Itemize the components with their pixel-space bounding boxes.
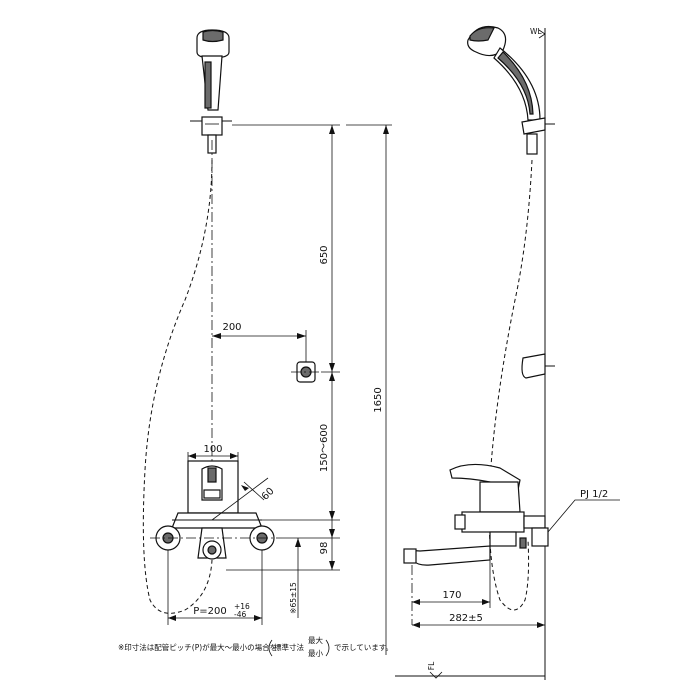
dim-eccentric-range: ※65±15 [289, 582, 298, 614]
dim-body-width: 100 [203, 444, 222, 455]
shower-head-side [467, 25, 541, 121]
dim-hanger-height: 650 [319, 245, 330, 264]
note-min-label: 最小 [308, 649, 323, 658]
side-view: WL [395, 25, 620, 680]
shower-head-front [196, 29, 230, 111]
faucet-body-front [150, 460, 282, 560]
dim-pitch-tol-plus: +16 [234, 602, 250, 611]
note-text-before: ※印寸法は配管ピッチ(P)が最大～最小の場合を [118, 642, 277, 652]
dim-spout-reach: 170 [442, 590, 461, 601]
dim-hanger-offset: 200 [222, 322, 241, 333]
floor-line-label: FL [427, 661, 436, 670]
note-text-after: で示しています。 [334, 643, 393, 652]
connection-label: PJ 1/2 [580, 489, 608, 500]
note-max-label: 最大 [308, 635, 323, 645]
wall-line-label: WL [530, 27, 542, 36]
wall-hook-side [521, 353, 546, 379]
spout-side [403, 545, 491, 625]
note-standard-dimension: 標準寸法 [274, 642, 304, 652]
shower-hose-side [488, 159, 533, 611]
dim-total-height: 1650 [373, 387, 384, 412]
angle-line [211, 477, 269, 521]
dim-pitch: P=200 [193, 606, 227, 617]
shower-hose-front [142, 159, 213, 614]
front-view: 650 200 150～600 1650 100 60 [142, 29, 392, 655]
drawing-note: ※印寸法は配管ピッチ(P)が最大～最小の場合を 標準寸法 最大 最小 で示してい… [118, 635, 393, 658]
hose-hanger-side [521, 117, 555, 155]
dim-total-depth: 282±5 [449, 613, 483, 624]
dim-spout-height: 98 [319, 542, 330, 555]
dim-handle-height-range: 150～600 [319, 424, 330, 472]
faucet-body-side [449, 463, 549, 549]
wall-hook-front [291, 361, 321, 383]
dim-pitch-tol-minus: -46 [234, 610, 246, 619]
dim-handle-angle: 60 [260, 486, 277, 503]
hose-hanger-front [190, 116, 232, 154]
